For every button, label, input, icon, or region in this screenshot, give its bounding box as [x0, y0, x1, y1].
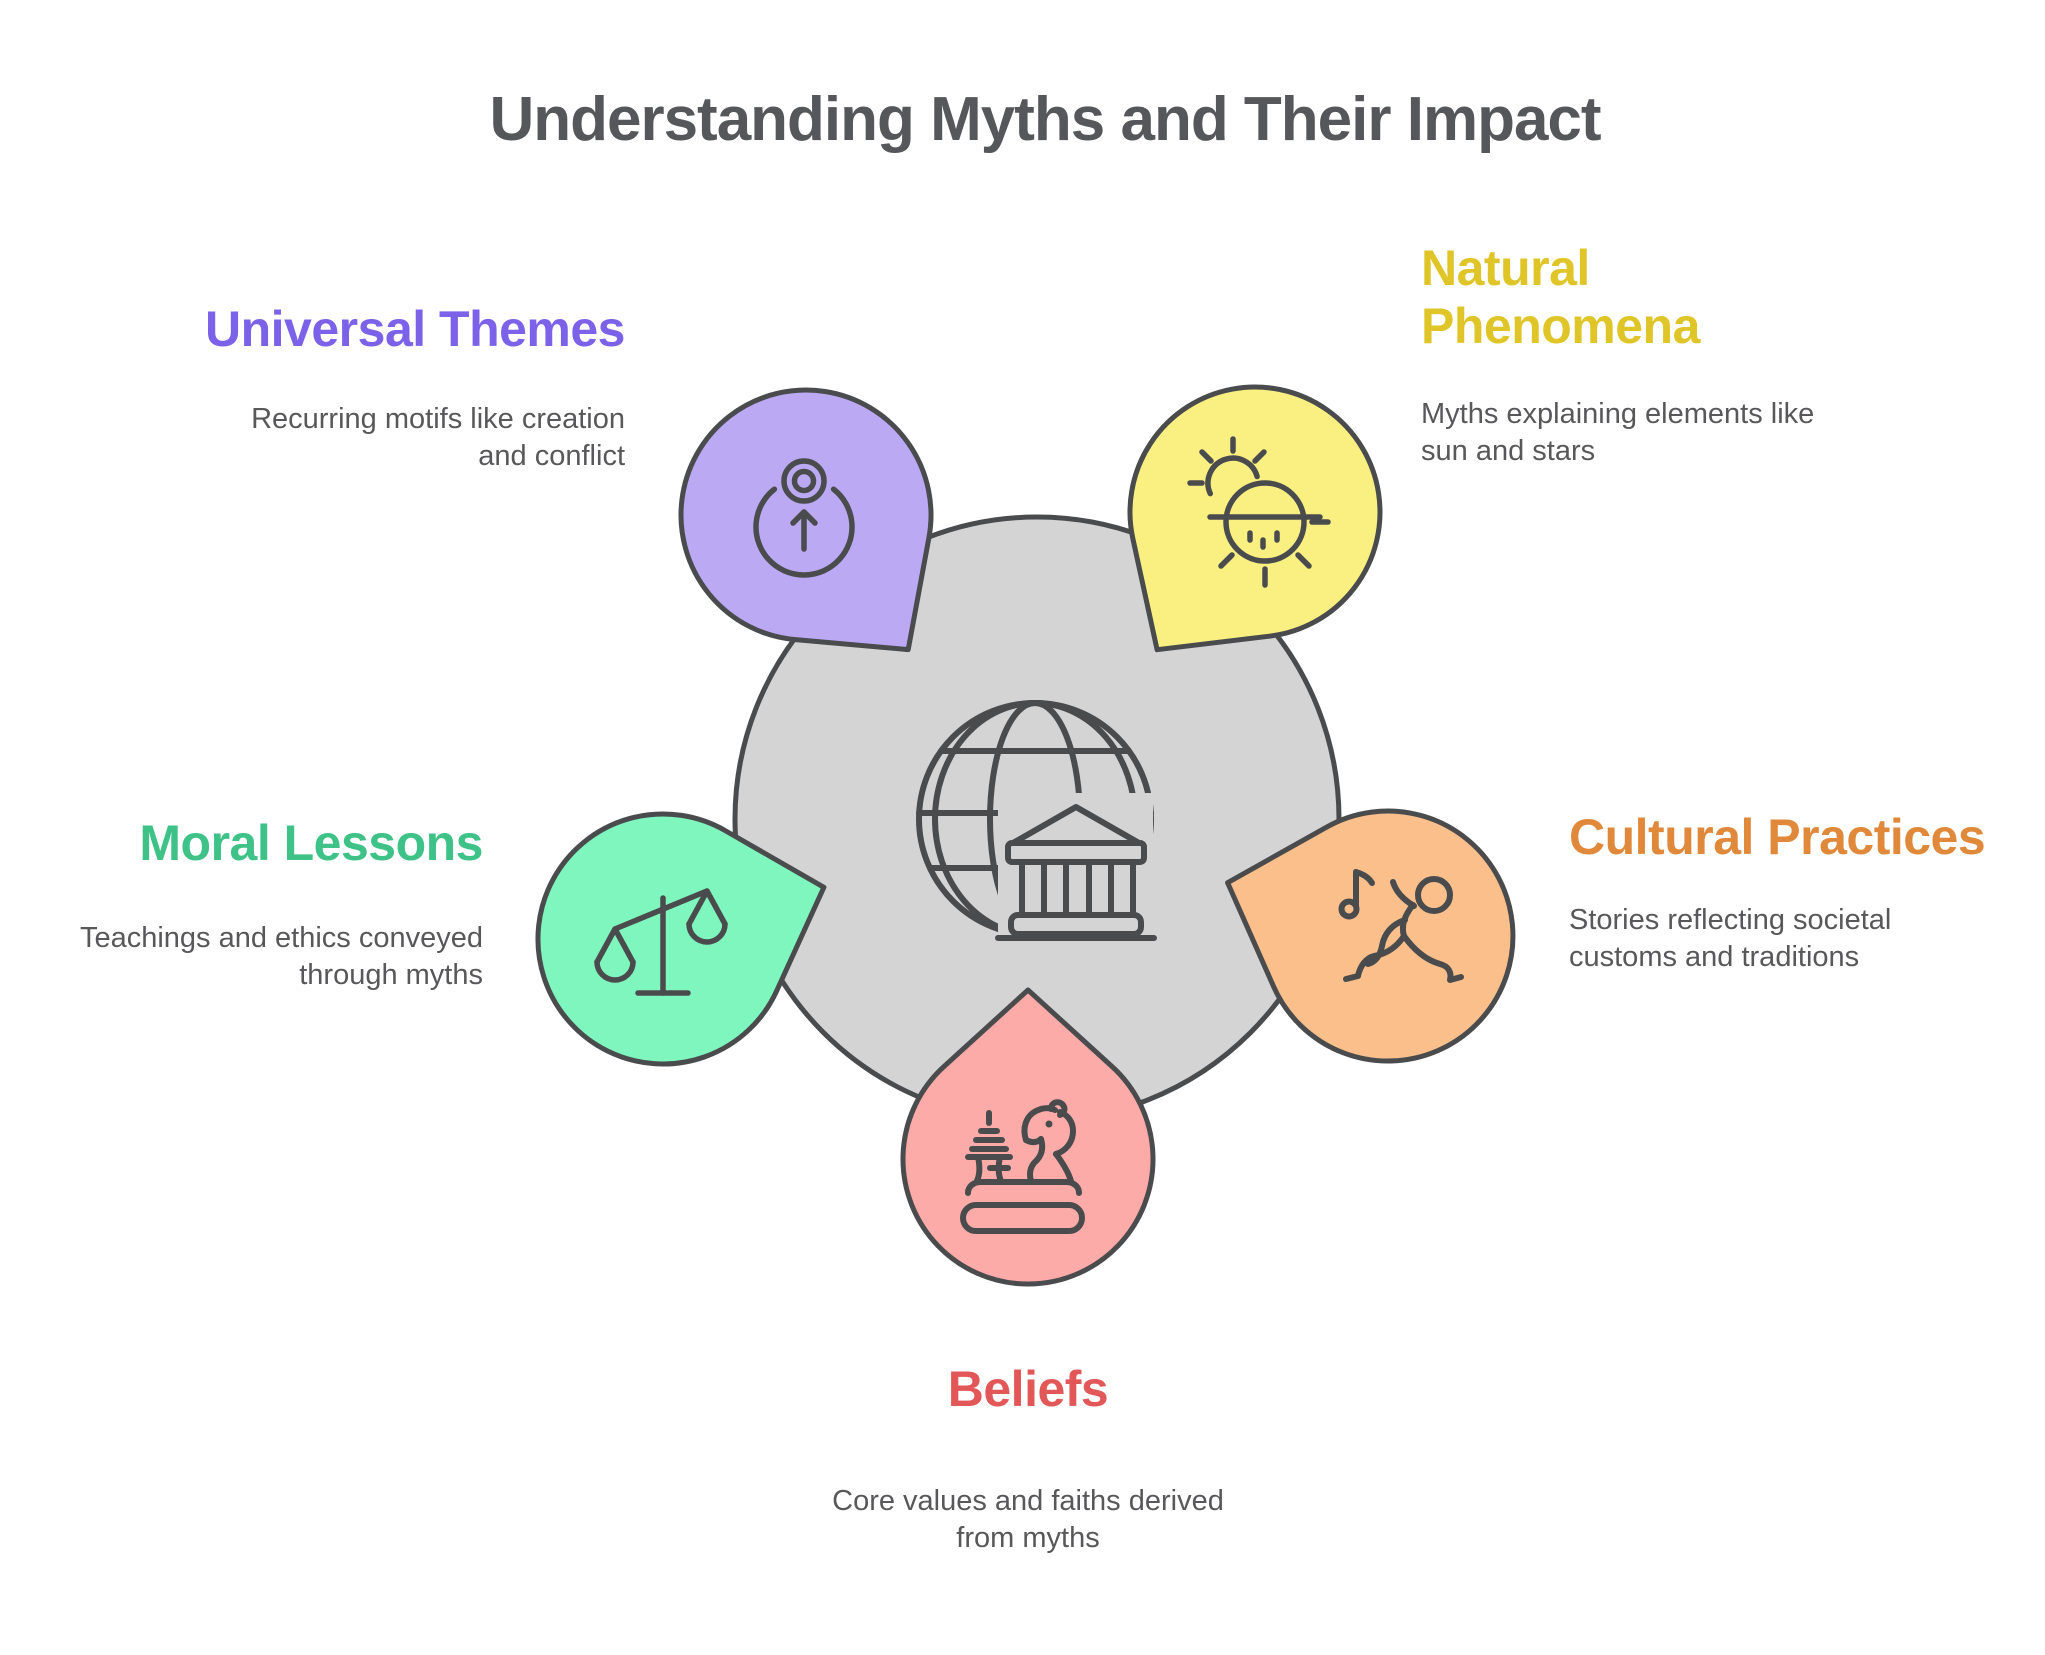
page-title: Understanding Myths and Their Impact [489, 85, 1601, 154]
balance-scale-icon [594, 888, 728, 996]
description-beliefs: Core values and faiths derived from myth… [832, 1485, 1224, 1554]
dancer-music-icon [1338, 869, 1464, 983]
description-universal-themes: Recurring motifs like creation and confl… [251, 403, 625, 472]
label-natural-phenomena: Natural Phenomena [1421, 240, 1700, 354]
pin-cultural-practices [1225, 808, 1516, 1064]
description-moral-lessons: Teachings and ethics conveyed through my… [79, 922, 483, 991]
label-beliefs: Beliefs [947, 1361, 1109, 1417]
description-cultural-practices: Stories reflecting societal customs and … [1569, 904, 1892, 973]
sun-icon [1187, 436, 1331, 588]
growth-arrow-icon [753, 458, 855, 578]
description-natural-phenomena: Myths explaining elements like sun and s… [1421, 398, 1815, 467]
snake-statue-icon [960, 1099, 1085, 1234]
temple-icon [995, 804, 1157, 941]
label-cultural-practices: Cultural Practices [1569, 809, 1986, 865]
pin-moral-lessons [535, 811, 827, 1067]
label-moral-lessons: Moral Lessons [139, 815, 483, 871]
label-universal-themes: Universal Themes [205, 301, 625, 357]
